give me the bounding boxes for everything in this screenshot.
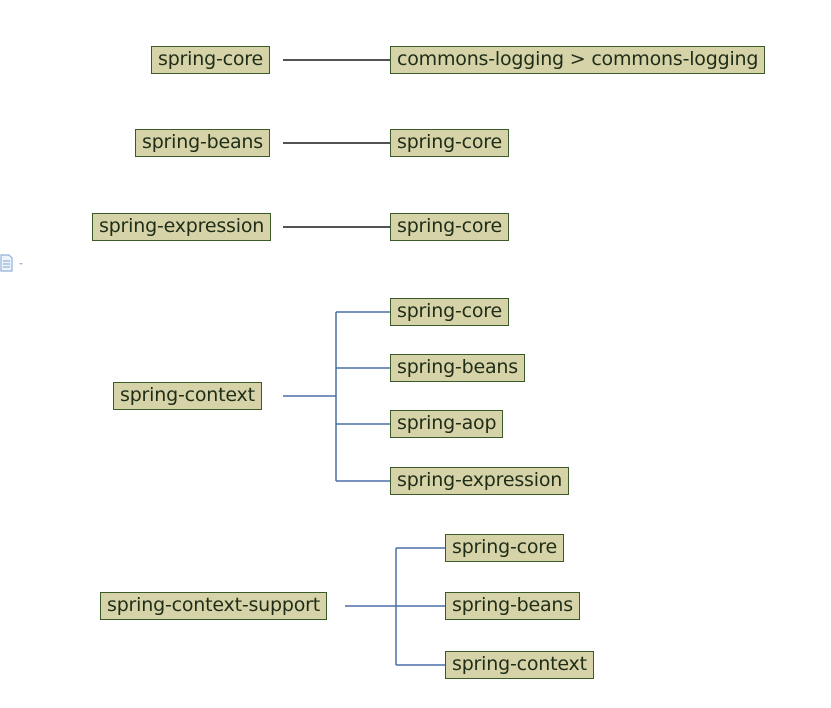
connector-tree-spring-context (283, 311, 390, 482)
dependency-node: spring-core (390, 129, 509, 157)
dependency-node: spring-context (445, 651, 594, 679)
dependency-node: spring-core (445, 534, 564, 562)
document-icon[interactable] (0, 252, 30, 274)
dependency-node: commons-logging > commons-logging (390, 46, 766, 74)
dependency-node: spring-beans (390, 354, 525, 382)
dependency-node: spring-beans (445, 592, 580, 620)
dependency-node: spring-expression (390, 467, 570, 495)
source-node: spring-expression (92, 213, 272, 241)
dependency-node: spring-core (390, 213, 509, 241)
dependency-node: spring-aop (390, 410, 504, 438)
dependency-node: spring-core (390, 298, 509, 326)
source-node: spring-context-support (100, 592, 328, 620)
source-node: spring-beans (135, 129, 270, 157)
dropdown-arrow-icon[interactable] (19, 263, 23, 265)
connector-tree-spring-context-support (345, 547, 445, 666)
source-node: spring-core (151, 46, 270, 74)
source-node: spring-context (113, 382, 262, 410)
